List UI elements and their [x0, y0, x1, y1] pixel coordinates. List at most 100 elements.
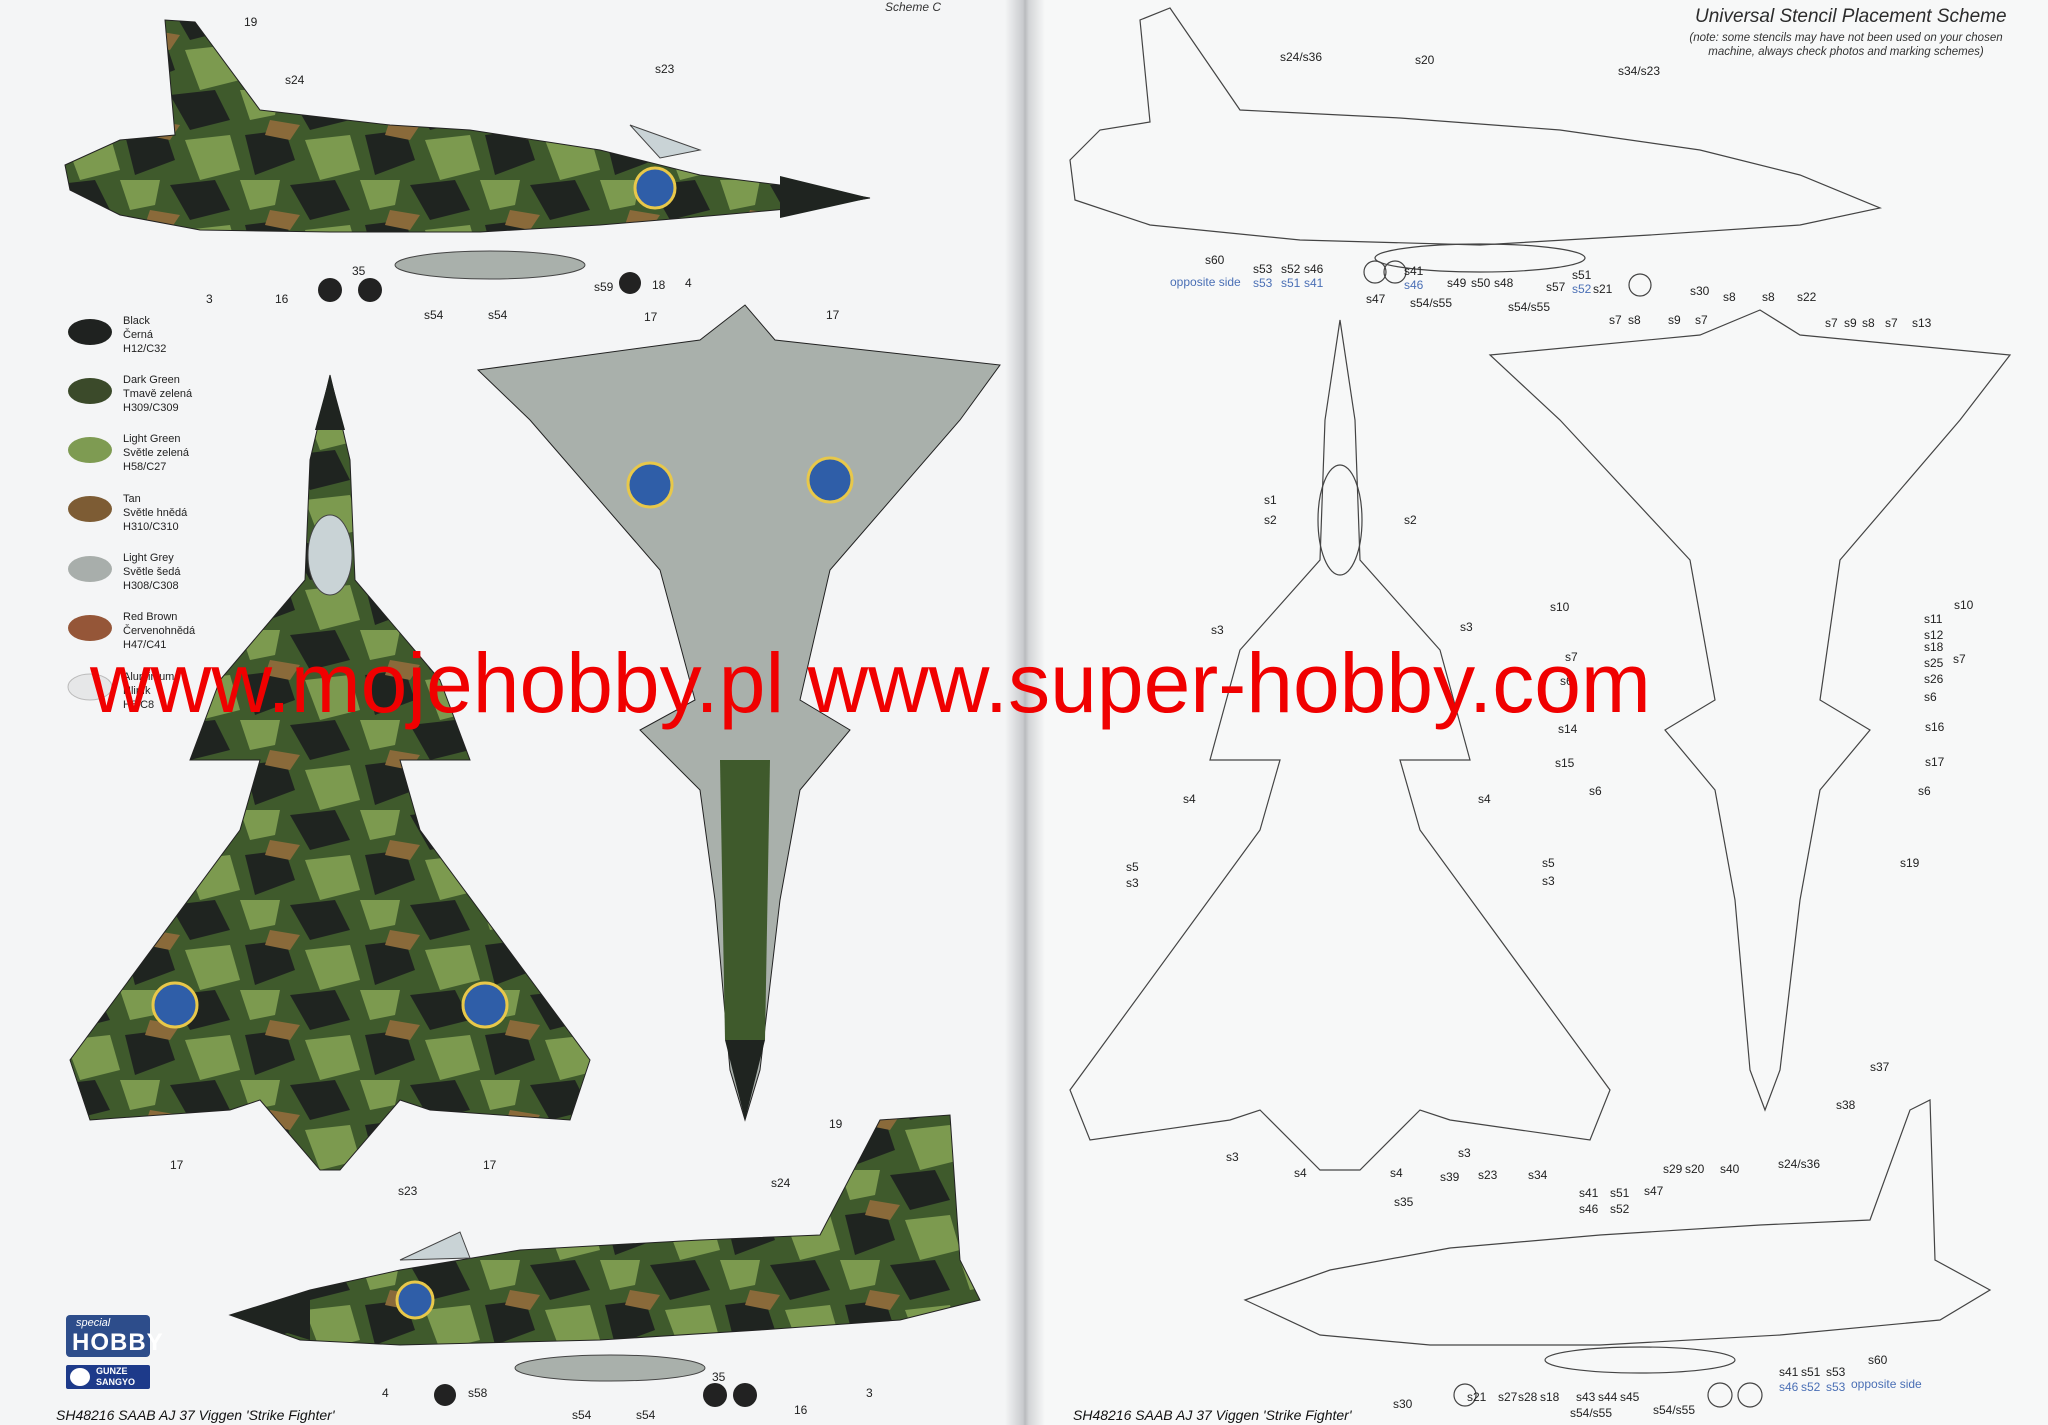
callout-label: 3 [206, 292, 213, 306]
callout-label: s3 [1226, 1150, 1239, 1164]
callout-label: s24/s36 [1778, 1157, 1821, 1171]
footer-left: SH48216 SAAB AJ 37 Viggen 'Strike Fighte… [56, 1407, 335, 1423]
palette-label-black: Black Černá H12/C32 [123, 315, 167, 355]
callout-label: s39 [1440, 1170, 1460, 1184]
callout-label: s43 [1576, 1390, 1596, 1404]
scheme-tab: Scheme C [885, 0, 942, 14]
callout-label: s60 [1205, 253, 1225, 267]
callout-label: 16 [794, 1403, 808, 1417]
callout-label: s3 [1542, 874, 1555, 888]
callout-label: s7 [1825, 316, 1838, 330]
callout-label: s54 [636, 1408, 656, 1422]
callout-label: s24 [771, 1176, 791, 1190]
special-hobby-logo: special HOBBY [66, 1315, 163, 1357]
callout-label: s8 [1723, 290, 1736, 304]
callout-label: s4 [1390, 1166, 1403, 1180]
callout-label: 3 [866, 1386, 873, 1400]
palette-swatches [67, 319, 113, 701]
callout-label: s23 [1478, 1168, 1498, 1182]
watermark-text: www.mojehobby.pl www.super-hobby.com [90, 636, 1651, 730]
callout-label: s17 [1925, 755, 1945, 769]
callout-label: s53 [1826, 1365, 1846, 1379]
callout-label: s47 [1366, 292, 1386, 306]
stencil-side-view-top [1069, 7, 1883, 297]
stencil-underside-view [1488, 309, 2012, 1112]
callout-label: 18 [652, 278, 666, 292]
callout-label: s3 [1211, 623, 1224, 637]
palette-label-light-green: Light Green Světle zelená H58/C27 [123, 433, 190, 473]
callout-label: s52 [1801, 1380, 1821, 1394]
callout-label: s52 [1572, 282, 1592, 296]
callout-label: s24/s36 [1280, 50, 1323, 64]
callout-label: s10 [1550, 600, 1570, 614]
callout-label: s34/s23 [1618, 64, 1661, 78]
stencil-scheme-title: Universal Stencil Placement Scheme [1695, 6, 2007, 27]
aircraft-side-view-bottom [228, 1114, 981, 1407]
callout-label: s8 [1862, 316, 1875, 330]
callout-label: s6 [1589, 784, 1602, 798]
callout-label: s23 [398, 1184, 418, 1198]
callout-label: s46 [1579, 1202, 1599, 1216]
callout-label: s25 [1924, 656, 1944, 670]
aircraft-underside-view [476, 304, 1001, 1122]
callout-label: s8 [1628, 313, 1641, 327]
callout-label: s50 [1471, 276, 1491, 290]
callout-label: s45 [1620, 1390, 1640, 1404]
callout-label: s51 [1801, 1365, 1821, 1379]
gunze-logo-mark [70, 1368, 90, 1386]
callout-label: s60 [1868, 1353, 1888, 1367]
callout-label: s46 [1779, 1380, 1799, 1394]
callout-label: s34 [1528, 1168, 1548, 1182]
callout-label: s24 [285, 73, 305, 87]
callout-label: s53 [1253, 276, 1273, 290]
callout-label: s3 [1126, 876, 1139, 890]
callout-label: s20 [1415, 53, 1435, 67]
gunze-sangyo-logo: GUNZE SANGYO [66, 1365, 150, 1389]
callout-label: s10 [1954, 598, 1974, 612]
callout-label: s51 [1610, 1186, 1630, 1200]
callout-label: s7 [1695, 313, 1708, 327]
palette-label-dark-green: Dark Green Tmavě zelená H309/C309 [123, 374, 193, 414]
callout-label: 17 [170, 1158, 184, 1172]
callout-label: s6 [1918, 784, 1931, 798]
callout-label: s2 [1404, 513, 1417, 527]
callout-label: 19 [244, 15, 258, 29]
callout-label: s54/s55 [1410, 296, 1453, 310]
callout-label: s15 [1555, 756, 1575, 770]
stencil-scheme-note: (note: some stencils may have not been u… [1689, 32, 2003, 58]
callout-label: s51 [1572, 268, 1592, 282]
callout-label: s8 [1762, 290, 1775, 304]
callout-label: s18 [1924, 640, 1944, 654]
callout-label: s9 [1668, 313, 1681, 327]
palette-label-light-grey: Light Grey Světle šedá H308/C308 [123, 552, 181, 592]
callout-label: s44 [1598, 1390, 1618, 1404]
callout-label: s48 [1494, 276, 1514, 290]
callout-label: s53 [1253, 262, 1273, 276]
callout-label: 4 [685, 276, 692, 290]
callout-label: s41 [1779, 1365, 1799, 1379]
callout-label: s1 [1264, 493, 1277, 507]
callout-label: s30 [1690, 284, 1710, 298]
callout-label: s19 [1900, 856, 1920, 870]
callout-label: s21 [1593, 282, 1613, 296]
callout-label: s47 [1644, 1184, 1664, 1198]
callout-label: 4 [382, 1386, 389, 1400]
callout-label: s38 [1836, 1098, 1856, 1112]
callout-label: s51 [1281, 276, 1301, 290]
callout-label: s54/s55 [1570, 1406, 1613, 1420]
callout-label: 16 [275, 292, 289, 306]
callout-label: s27 [1498, 1390, 1518, 1404]
callout-label: 17 [644, 310, 658, 324]
callout-label: s9 [1844, 316, 1857, 330]
callout-label: s5 [1542, 856, 1555, 870]
logo-small-text: special [76, 1317, 111, 1329]
stencil-side-view-bottom [1243, 1099, 1992, 1408]
callout-label: s46 [1304, 262, 1324, 276]
callout-label: s54/s55 [1508, 300, 1551, 314]
palette-label-tan: Tan Světle hnědá H310/C310 [123, 493, 188, 533]
callout-label: s23 [655, 62, 675, 76]
callout-label: 17 [826, 308, 840, 322]
callout-label: s4 [1294, 1166, 1307, 1180]
callout-label: s49 [1447, 276, 1467, 290]
